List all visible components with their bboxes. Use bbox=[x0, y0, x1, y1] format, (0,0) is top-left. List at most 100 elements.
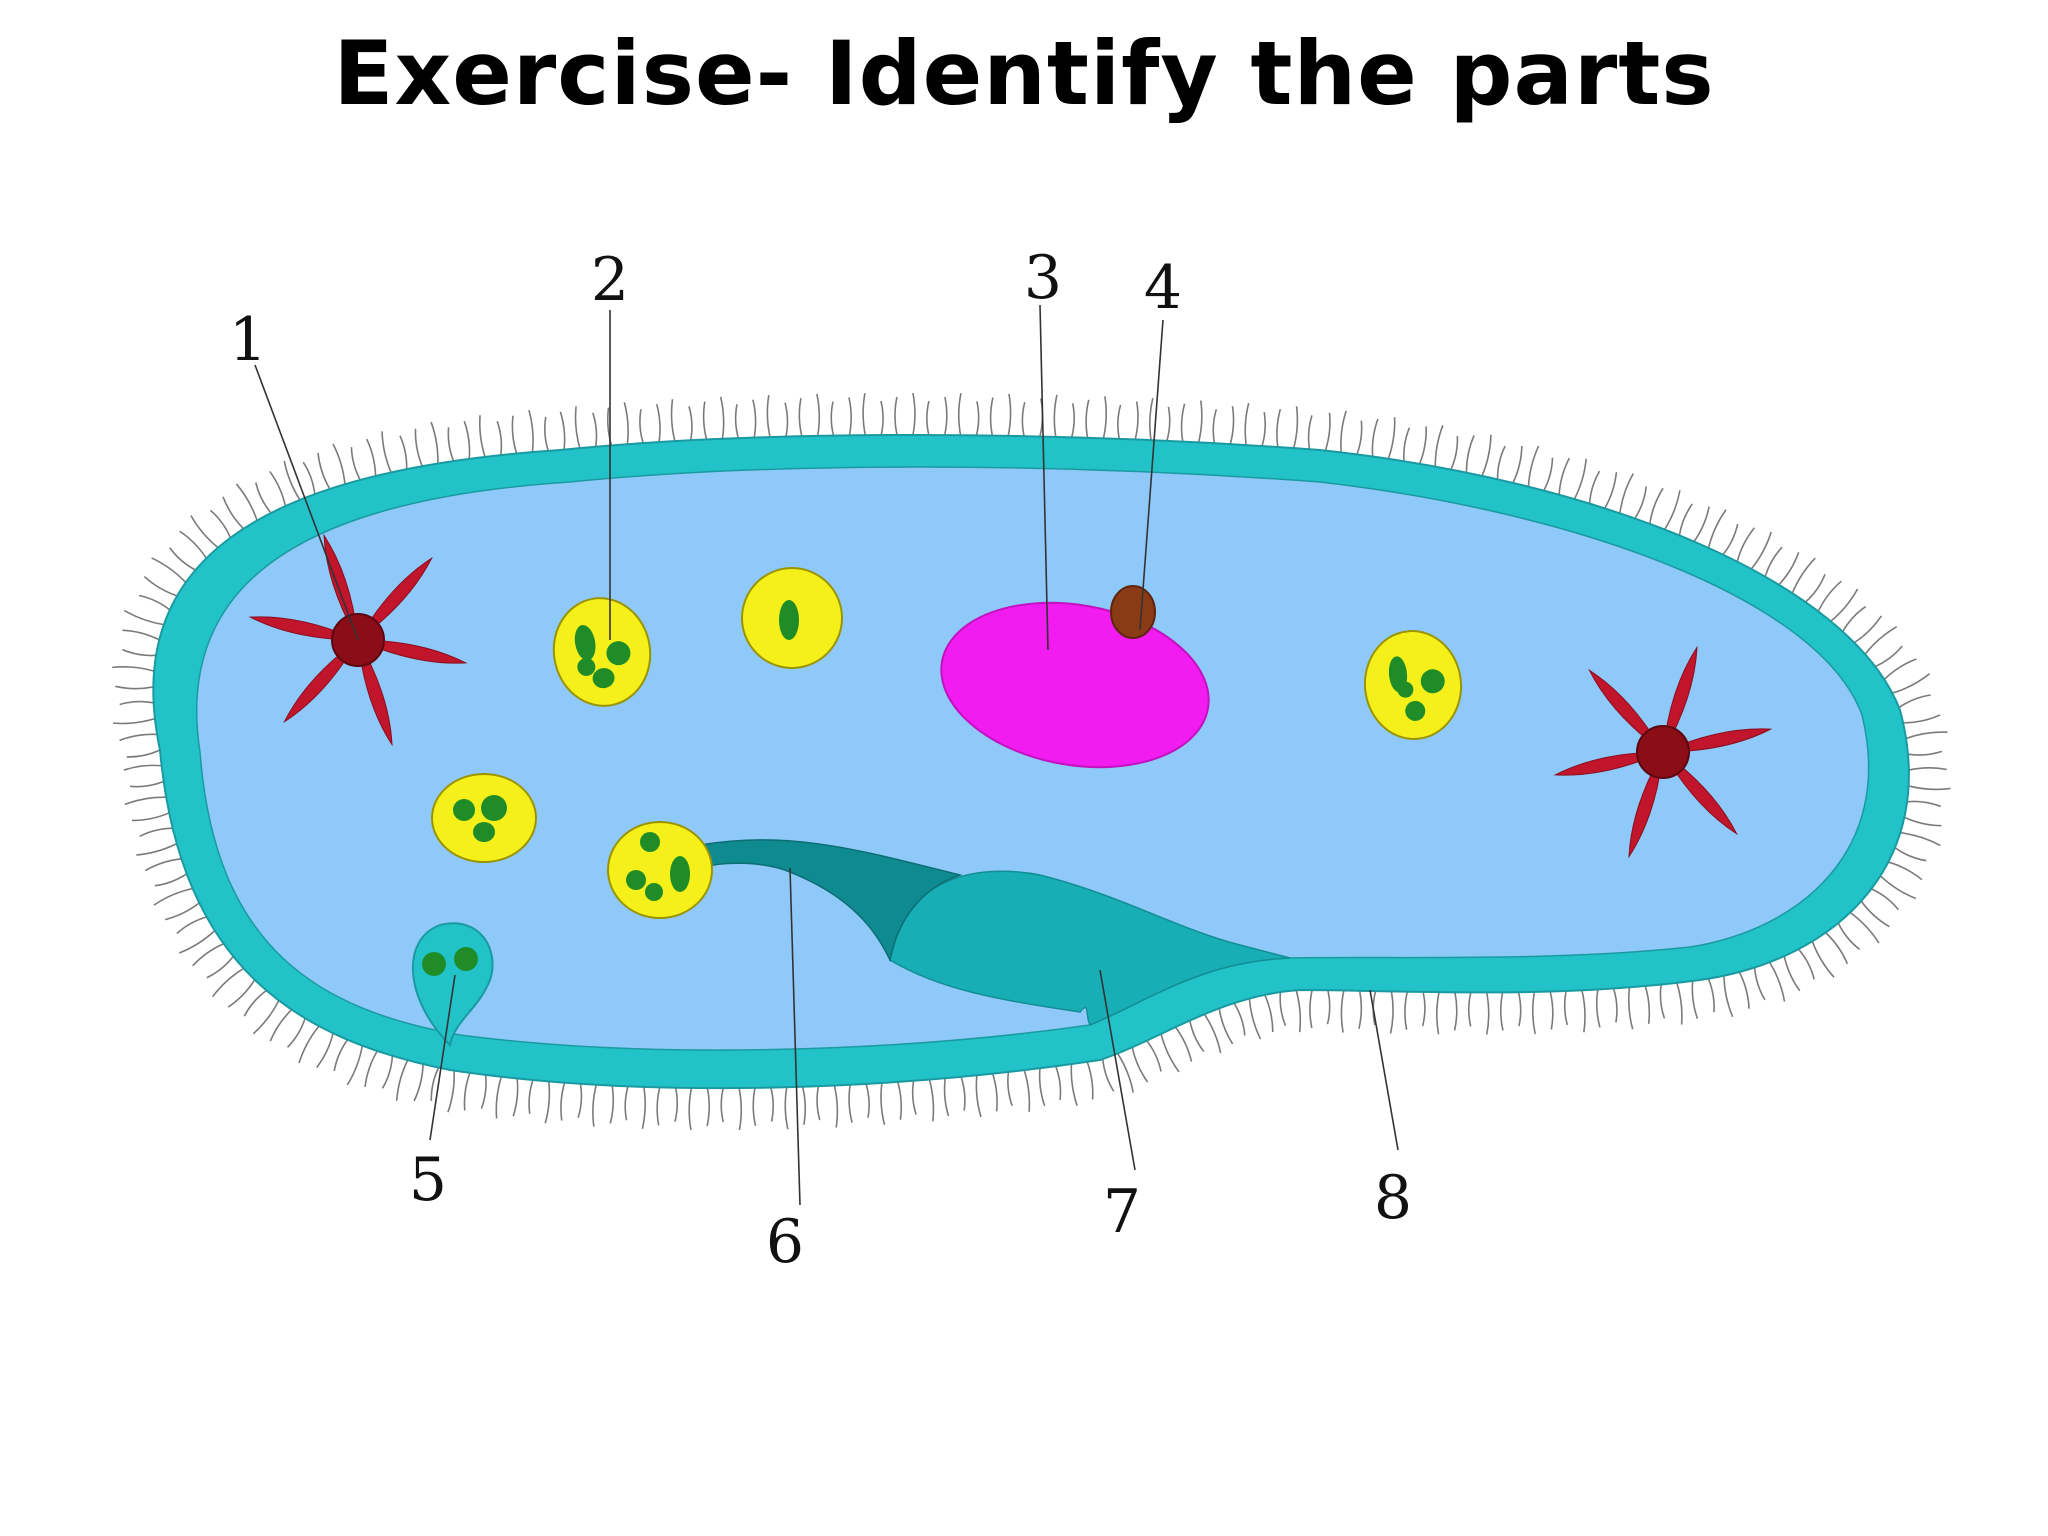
cilium bbox=[1894, 847, 1927, 862]
cilium bbox=[1421, 991, 1426, 1027]
cilium bbox=[1244, 402, 1250, 446]
cilium bbox=[1563, 990, 1569, 1026]
cilium bbox=[960, 1076, 966, 1111]
cilium bbox=[222, 496, 245, 530]
cilium bbox=[131, 812, 170, 822]
cilium bbox=[848, 1084, 853, 1123]
cilium bbox=[1723, 975, 1734, 1018]
cilium bbox=[734, 404, 740, 439]
cilium bbox=[1404, 991, 1409, 1030]
cilium bbox=[862, 393, 867, 436]
cilium bbox=[1543, 457, 1554, 492]
cilium bbox=[1907, 750, 1943, 756]
cilium bbox=[1892, 673, 1931, 694]
cilium bbox=[1619, 473, 1634, 514]
label-5: 5 bbox=[409, 1145, 447, 1215]
cilium bbox=[1070, 1064, 1078, 1106]
cilium bbox=[1233, 1002, 1246, 1036]
cilium bbox=[1166, 406, 1171, 442]
cilium bbox=[399, 435, 408, 470]
cilium bbox=[816, 393, 821, 437]
cilium bbox=[1512, 445, 1523, 484]
cilium bbox=[848, 397, 852, 436]
cilium bbox=[1888, 861, 1923, 881]
cilium bbox=[1264, 994, 1274, 1032]
cilium bbox=[926, 400, 930, 436]
cilium bbox=[129, 780, 164, 788]
label-6: 6 bbox=[766, 1207, 804, 1277]
cilium bbox=[381, 1055, 394, 1089]
cilium bbox=[1160, 1033, 1180, 1073]
cilium bbox=[1738, 971, 1750, 1009]
cilium bbox=[298, 1025, 320, 1064]
cilium bbox=[1481, 434, 1492, 477]
cilium bbox=[1908, 785, 1951, 791]
label-3: 3 bbox=[1024, 243, 1062, 313]
cilium bbox=[1389, 991, 1394, 1034]
cilium bbox=[136, 842, 178, 856]
cilium bbox=[975, 1075, 982, 1118]
cilium bbox=[286, 1017, 306, 1048]
cilium bbox=[752, 399, 757, 438]
food-particle bbox=[453, 799, 475, 821]
cilium bbox=[1860, 900, 1890, 928]
cilium bbox=[1722, 523, 1739, 556]
cilium bbox=[928, 1079, 935, 1122]
cilium bbox=[1279, 991, 1287, 1026]
cilium bbox=[688, 1087, 693, 1131]
cilium bbox=[254, 482, 272, 514]
cilium bbox=[512, 1078, 519, 1117]
cilium bbox=[991, 1073, 998, 1112]
label-7: 7 bbox=[1103, 1177, 1141, 1247]
radiating-canal bbox=[357, 639, 468, 664]
cilium bbox=[1549, 991, 1554, 1030]
contractile-vacuole-left bbox=[248, 533, 468, 747]
label-8: 8 bbox=[1374, 1163, 1412, 1233]
leader-line-7 bbox=[1099, 969, 1136, 1171]
food-particle bbox=[626, 870, 646, 890]
cilium bbox=[1465, 435, 1475, 473]
cilium bbox=[1663, 490, 1681, 530]
cilium bbox=[126, 749, 161, 758]
cilium bbox=[381, 431, 392, 473]
cilium bbox=[1817, 580, 1842, 612]
food-vacuole-membrane bbox=[431, 773, 537, 863]
cilium bbox=[1189, 1020, 1205, 1053]
contractile-vacuole-right bbox=[1553, 645, 1773, 859]
leader-line-6 bbox=[789, 867, 801, 1206]
cilium bbox=[209, 509, 232, 539]
cilium bbox=[894, 396, 898, 436]
cilium bbox=[511, 415, 518, 454]
cilium bbox=[463, 1072, 471, 1111]
cilium bbox=[574, 406, 581, 449]
label-4: 4 bbox=[1144, 253, 1182, 323]
oral-groove bbox=[889, 870, 1291, 1026]
cilium bbox=[1588, 470, 1601, 504]
cilium bbox=[122, 648, 157, 657]
cilium bbox=[1908, 766, 1947, 771]
food-vacuole bbox=[552, 597, 652, 707]
cilium bbox=[1849, 911, 1880, 944]
cilium bbox=[1768, 961, 1786, 1002]
cilium bbox=[1070, 403, 1075, 438]
cilium bbox=[623, 402, 629, 445]
cilium bbox=[316, 1033, 334, 1068]
vacuole-center bbox=[1636, 725, 1690, 779]
cilium bbox=[1527, 445, 1540, 487]
cilium bbox=[798, 398, 803, 437]
cilium bbox=[364, 1050, 378, 1088]
cilium bbox=[1750, 531, 1772, 570]
cilium bbox=[1604, 472, 1618, 509]
cilium bbox=[957, 393, 962, 436]
cilium bbox=[1791, 557, 1816, 594]
cilium bbox=[192, 943, 224, 967]
cilium bbox=[880, 400, 884, 436]
forming-food-vacuole bbox=[411, 922, 494, 1048]
cilium bbox=[123, 609, 164, 626]
cilium bbox=[1276, 408, 1282, 448]
cilium bbox=[1007, 393, 1012, 437]
radiating-canal bbox=[1588, 668, 1664, 753]
cilium bbox=[896, 1081, 903, 1120]
cilium bbox=[153, 887, 193, 906]
leader-line-5 bbox=[429, 974, 456, 1141]
